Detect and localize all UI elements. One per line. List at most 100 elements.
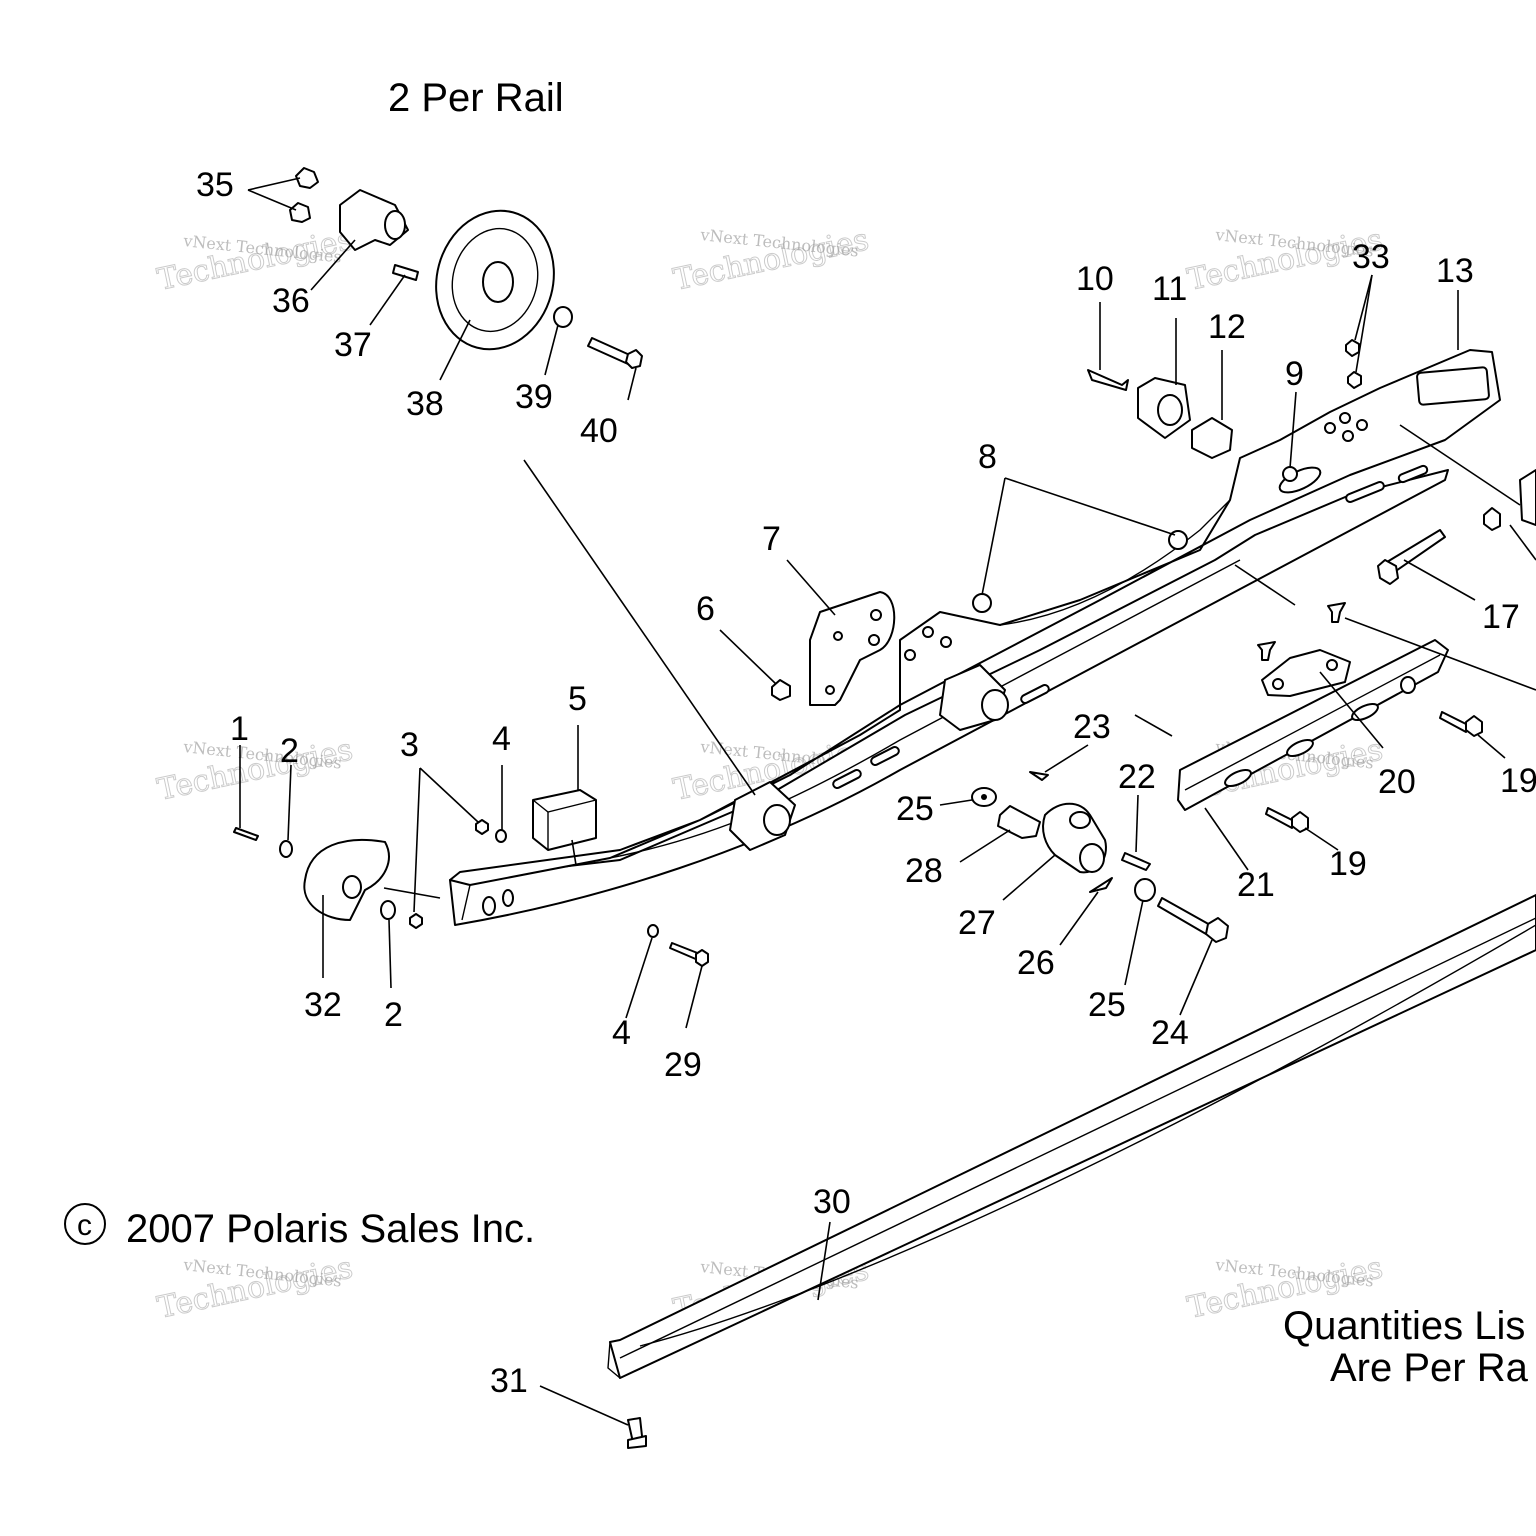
part-1-bolt — [233, 827, 259, 841]
part-26-clip — [1089, 877, 1113, 893]
note-quantities-line1: Quantities Lis — [1283, 1304, 1525, 1348]
callout-24: 24 — [1151, 1014, 1189, 1052]
part-4-washer — [647, 924, 659, 938]
callout-21: 21 — [1237, 866, 1275, 904]
leader-lines — [239, 177, 1536, 1426]
rail-hole — [1339, 412, 1351, 424]
notes: 2 Per Rail c 2007 Polaris Sales Inc. Qua… — [64, 76, 1529, 1390]
callout-26: 26 — [1017, 944, 1055, 982]
part-40-bolt-head — [625, 349, 643, 369]
slide-slot — [1224, 768, 1252, 788]
part-35-nut — [295, 167, 319, 189]
rail-slot — [1345, 481, 1385, 503]
callout-27: 27 — [958, 904, 996, 942]
part-33-nut — [1347, 371, 1362, 389]
part-37-bolt — [392, 264, 419, 281]
callout-8: 8 — [978, 438, 997, 476]
part-20-bracket — [1257, 602, 1351, 697]
callout-23: 23 — [1073, 708, 1111, 746]
plate-hole — [825, 685, 835, 695]
slide-hole — [1400, 676, 1416, 694]
rail-hole — [482, 896, 496, 916]
callout-11: 11 — [1152, 270, 1187, 308]
callout-32: 32 — [304, 986, 342, 1024]
rail-hole — [1324, 422, 1336, 434]
rail-slot — [1020, 684, 1050, 704]
copyright-circle — [64, 1203, 106, 1245]
plate-hole — [870, 609, 882, 621]
callout-5: 5 — [568, 680, 587, 718]
rail-hole — [1356, 419, 1368, 431]
slide-slot — [1351, 702, 1379, 722]
part-3-nut — [409, 913, 423, 929]
bracket-hole — [1272, 678, 1284, 690]
part-10-bolt — [1087, 369, 1129, 391]
rail-hole — [904, 649, 916, 661]
bellcrank-hole — [1069, 811, 1091, 829]
rail-window-slot — [1416, 366, 1490, 406]
plate-hole — [833, 631, 843, 641]
callout-19: 19 — [1500, 762, 1536, 800]
part-24-bolt — [1157, 897, 1213, 935]
callout-22: 22 — [1118, 758, 1156, 796]
part-12-bushing — [1191, 417, 1233, 459]
callout-40: 40 — [580, 412, 618, 450]
stop-assembly — [1087, 339, 1362, 459]
part-39-washer — [553, 306, 573, 328]
part-2-washer — [279, 840, 293, 858]
callout-20: 20 — [1378, 763, 1416, 801]
part-20-rivet — [1327, 602, 1346, 623]
front-parts — [233, 819, 709, 1449]
plate-hole — [868, 634, 880, 646]
rail-slot — [1397, 464, 1429, 484]
part-22-pin — [1121, 852, 1151, 871]
rail-end-cap — [1519, 469, 1536, 526]
part-21-slide — [1177, 639, 1449, 811]
axle-end — [981, 689, 1009, 721]
callout-12: 12 — [1208, 308, 1246, 346]
callout-31: 31 — [490, 1362, 528, 1400]
spacer-bore — [384, 210, 406, 240]
callout-28: 28 — [905, 852, 943, 890]
callout-2: 2 — [384, 996, 403, 1034]
part-8-washers — [972, 530, 1188, 613]
part-23-pin — [1029, 771, 1049, 781]
part-40-bolt — [587, 337, 633, 365]
part-24-bolt-head — [1205, 917, 1229, 943]
part-7-plate — [809, 591, 896, 706]
callout-36: 36 — [272, 282, 310, 320]
part-25-washer-hole — [981, 794, 987, 800]
part-29-nut — [695, 949, 709, 967]
copyright-symbol: c — [77, 1209, 92, 1242]
part-4-washer — [495, 829, 507, 843]
callout-39: 39 — [515, 378, 553, 416]
part-19-bolts — [1265, 711, 1483, 833]
callout-9: 9 — [1285, 355, 1304, 393]
idler-wheel-group — [289, 167, 643, 369]
rail-slot — [870, 746, 900, 766]
wheel-hub — [482, 261, 514, 303]
part-25-washer — [1134, 878, 1156, 902]
part-2-washer — [380, 900, 396, 920]
callout-10: 10 — [1076, 260, 1114, 298]
callout-19: 19 — [1329, 845, 1367, 883]
part-3-nut — [475, 819, 489, 835]
callout-25: 25 — [1088, 986, 1126, 1024]
callout-4: 4 — [612, 1014, 631, 1052]
slide-slot — [1286, 738, 1314, 758]
callout-6: 6 — [696, 590, 715, 628]
part-5-block — [532, 789, 597, 851]
callout-25: 25 — [896, 790, 934, 828]
part-6-nut — [771, 679, 791, 701]
callout-1: 1 — [230, 710, 249, 748]
note-quantities-line2: Are Per Ra — [1330, 1346, 1529, 1390]
bellcrank-hub — [1079, 843, 1105, 873]
axle-end — [763, 804, 791, 836]
bracket-hole — [1326, 659, 1338, 671]
part-17-bolt — [1377, 469, 1536, 585]
part-20-rivet — [1257, 641, 1276, 661]
callout-2: 2 — [280, 732, 299, 770]
part-35-nut — [289, 202, 311, 223]
callout-35: 35 — [196, 166, 234, 204]
callout-33: 33 — [1352, 238, 1390, 276]
